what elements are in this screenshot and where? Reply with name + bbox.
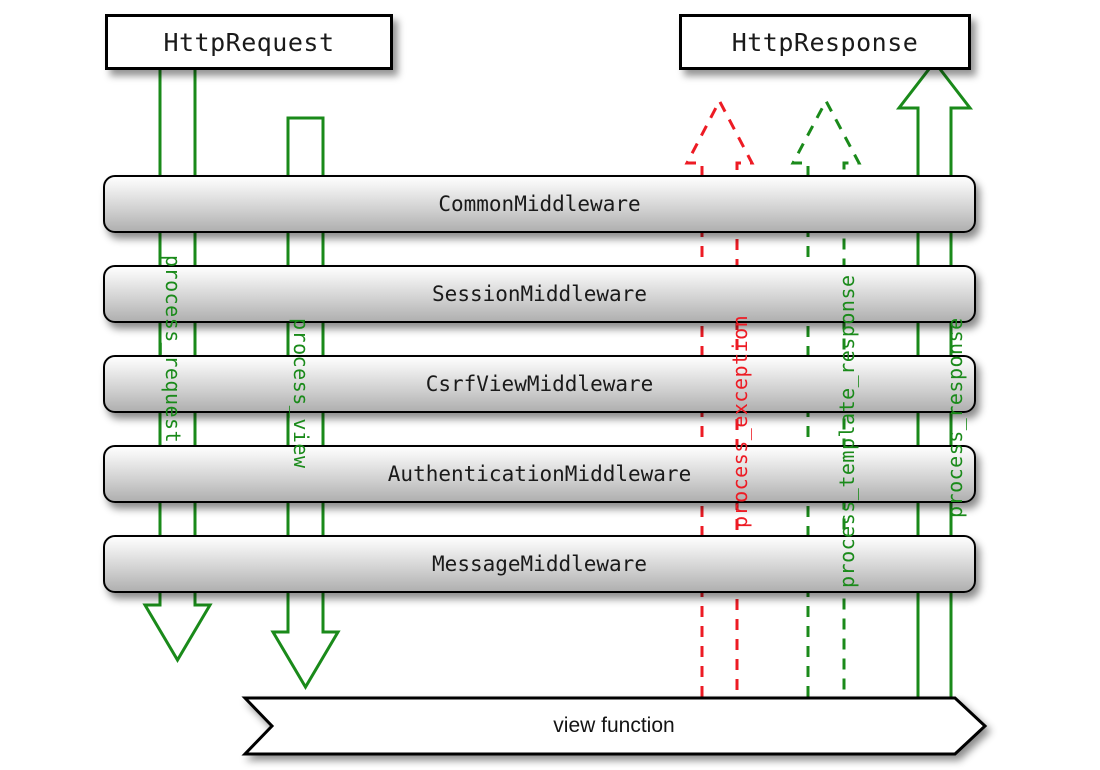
flow-label-process-template-response: process_template_response	[835, 274, 859, 588]
flow-label-process-response: process_response	[943, 317, 967, 518]
http-request-box: HttpRequest	[105, 14, 393, 70]
process-exception-arrow	[684, 97, 755, 697]
middleware-label: AuthenticationMiddleware	[387, 462, 692, 486]
flow-label-process-view: process_view	[289, 318, 313, 469]
flow-label-process-exception: process_exception	[728, 314, 752, 528]
middleware-bar-csrfview: CsrfViewMiddleware	[103, 355, 976, 413]
http-request-label: HttpRequest	[163, 27, 335, 57]
middleware-bar-message: MessageMiddleware	[103, 535, 976, 593]
middleware-label: CommonMiddleware	[438, 192, 641, 216]
middleware-label: SessionMiddleware	[432, 282, 647, 306]
view-function-shape	[241, 696, 988, 756]
process-request-arrow	[142, 60, 213, 663]
view-function-box: view function	[243, 697, 985, 754]
middleware-bar-common: CommonMiddleware	[103, 175, 976, 233]
middleware-bar-authentication: AuthenticationMiddleware	[103, 445, 976, 503]
middleware-label: CsrfViewMiddleware	[425, 372, 654, 396]
middleware-label: MessageMiddleware	[432, 552, 647, 576]
view-function-label: view function	[553, 713, 675, 737]
http-response-label: HttpResponse	[731, 27, 919, 57]
middleware-bar-session: SessionMiddleware	[103, 265, 976, 323]
process-template-response-arrow	[790, 97, 862, 697]
flow-label-process-request: process_request	[161, 255, 185, 444]
http-response-box: HttpResponse	[679, 14, 971, 70]
